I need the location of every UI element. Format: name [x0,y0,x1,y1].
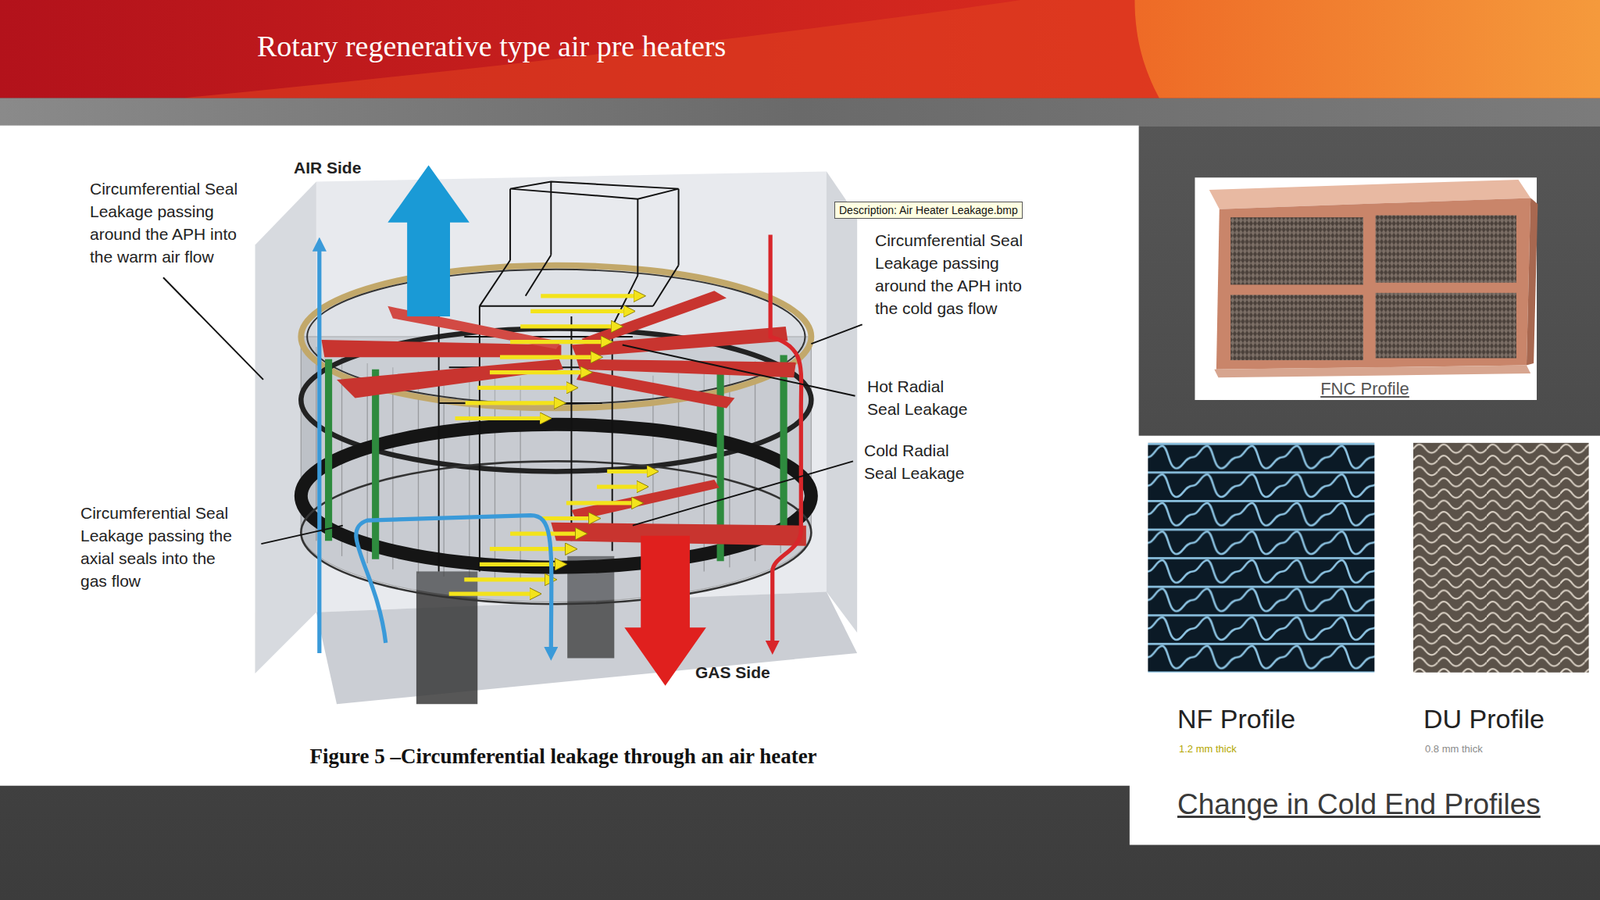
radial-seal-plates-part [581,290,726,347]
nf-profile-photo [1147,442,1375,673]
tooltip-box: Description: Air Heater Leakage.bmp [834,201,1023,219]
fnc-profile-photo-part [1230,217,1364,285]
radial-seal-plates-part [576,369,735,409]
leader-lines-part [622,344,856,396]
profile-name: NF Profile [1177,703,1296,736]
main-flow-arrows [387,165,707,686]
center-frame-part [510,181,679,199]
fnc-profile-photo-part [1526,197,1538,365]
radial-leakage-arrows-part [520,324,618,329]
rotor-cylinder-part [300,265,811,409]
leader-lines [163,277,863,544]
nf-profile-photo-part [1147,442,1375,673]
fnc-profile-photo-part [1375,215,1517,283]
du-profile-photo-part [1413,442,1590,673]
radial-leakage-arrows-part [477,385,574,390]
rotor-cylinder [300,265,811,605]
leakage-callout: Circumferential Seal Leakage passing the… [80,502,241,593]
slide-background-part [1129,435,1600,846]
radial-leakage-arrows-part [464,577,552,582]
radial-leakage-arrows-part [489,370,588,375]
panel-heading: Change in Cold End Profiles [1177,787,1541,822]
main-flow-arrows-part [387,165,469,317]
rotor-cylinder-part-part [780,355,788,540]
radial-seal-plates-part [571,479,719,521]
radial-leakage-arrows-part [566,500,640,505]
photo-caption: FNC Profile [1286,377,1443,401]
leakage-callout: Circumferential Seal Leakage passing aro… [875,229,1043,321]
leakage-callout: Cold Radial Seal Leakage [864,439,978,486]
fnc-profile-photo [1194,177,1538,400]
rotor-cylinder-part-part [371,369,379,560]
leader-lines-part [632,460,854,525]
tooltip-text: Description: Air Heater Leakage.bmp [839,203,1018,217]
thickness-note: 0.8 mm thick [1425,742,1483,757]
slide-background-part [0,97,1600,127]
slide-title: Rotary regenerative type air pre heaters [257,25,726,67]
flow-side-label: GAS Side [695,661,771,685]
radial-leakage-arrows-part [510,339,608,344]
main-flow-arrows-part [624,535,706,686]
center-frame-part [510,181,679,275]
aph-housing-part [826,171,858,633]
leader-lines-part [810,324,862,344]
radial-leakage-arrows-part [607,469,654,474]
radial-leakage-arrows-part [540,293,641,298]
radial-leakage-arrows-part [530,309,631,314]
radial-leakage-arrows-part [465,400,562,405]
fnc-profile-photo-part [1194,177,1537,400]
radial-leakage-arrows-part [596,484,644,489]
rotor-cylinder-part-part [325,359,333,541]
fnc-profile-photo-part [1375,292,1517,359]
profile-name: DU Profile [1423,703,1545,736]
leader-lines-part [163,277,264,380]
radial-seal-plates-part [336,359,564,399]
fnc-profile-photo-part [1230,294,1364,361]
thickness-note: 1.2 mm thick [1178,742,1237,757]
rotor-cylinder-part [307,269,805,404]
radial-leakage-arrows-part [489,546,573,551]
radial-leakage-arrows-part [540,516,597,521]
circumferential-leakage-paths-part [356,515,552,656]
flow-side-label: AIR Side [293,157,361,180]
radial-leakage-arrows-part [455,416,548,421]
rotor-cylinder-part [300,265,811,409]
fnc-profile-photo-part [1216,197,1531,369]
radial-leakage-arrows-part [449,592,537,597]
radial-seal-plates [321,290,806,547]
figure-caption: Figure 5 –Circumferential leakage throug… [0,742,1127,772]
circumferential-leakage-paths [319,234,802,655]
slide-background-part [0,125,1140,786]
circumferential-leakage-paths-part [317,242,322,654]
slide-background-part [1134,0,1600,98]
du-profile-photo [1413,442,1590,673]
radial-leakage-arrows-part [500,355,598,360]
fnc-profile-photo-part [1214,365,1531,379]
leader-lines-part [260,525,343,545]
leakage-callout: Circumferential Seal Leakage passing aro… [89,178,250,269]
slide-background-part [183,0,1160,98]
circumferential-leakage-paths-part [770,234,802,649]
aph-housing [255,171,858,704]
rotor-cylinder-part-part [392,367,393,570]
leakage-callout: Hot Radial Seal Leakage [867,375,977,422]
slide-background-part [0,0,1600,98]
